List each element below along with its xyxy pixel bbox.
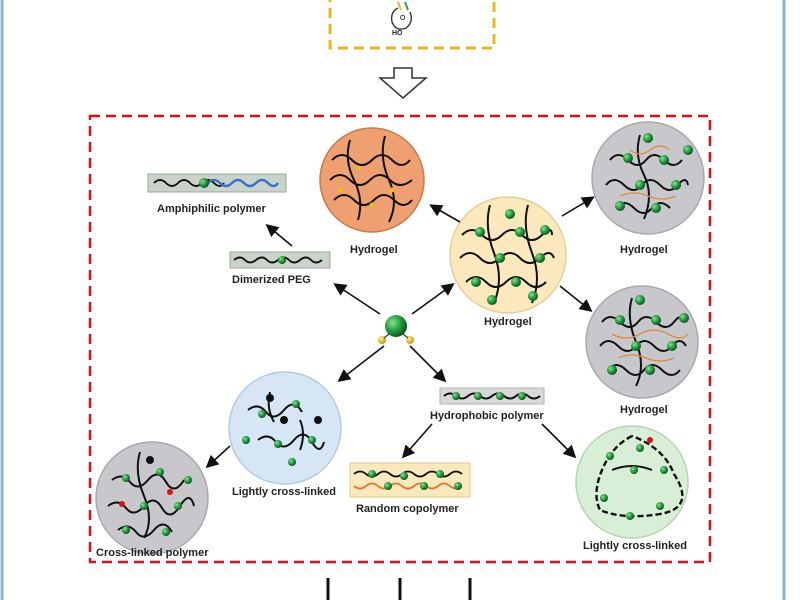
crosslinked-polymer-circle [95, 441, 209, 555]
label-hydrogel-right-bottom: Hydrogel [620, 404, 668, 416]
hydrogel-center-circle [449, 196, 567, 314]
label-hydrogel-right-top: Hydrogel [620, 244, 668, 256]
label-lightly-crosslinked-right: Lightly cross-linked [583, 540, 687, 552]
central-monomer [378, 315, 414, 344]
svg-text:O: O [400, 15, 406, 22]
random-copolymer-strip [349, 462, 471, 498]
output-lines [326, 578, 472, 600]
label-dimerized-peg: Dimerized PEG [232, 274, 311, 286]
dimerized-peg-strip [229, 251, 331, 269]
reaction-arrows [205, 196, 595, 469]
label-hydrogel-center: Hydrogel [484, 316, 532, 328]
hydrogel-right-top-circle [591, 121, 705, 235]
hydrogel-right-bottom-circle [585, 285, 699, 399]
label-hydrogel-orange: Hydrogel [350, 244, 398, 256]
label-crosslinked-polymer: Cross-linked polymer [96, 547, 209, 559]
product-region [88, 114, 712, 564]
label-random-copolymer: Random copolymer [356, 503, 459, 515]
hydrophobic-polymer-strip [439, 387, 545, 405]
amphiphilic-polymer-strip [147, 173, 287, 193]
label-amphiphilic-polymer: Amphiphilic polymer [157, 203, 266, 215]
hydrogel-orange-circle [319, 127, 425, 233]
precursor-molecule-box: O [328, 0, 496, 50]
molecule-label: HO [392, 30, 403, 37]
lightly-crosslinked-right-circle [575, 425, 689, 539]
lightly-crosslinked-left-circle [228, 371, 342, 485]
process-arrow [377, 67, 429, 99]
label-hydrophobic-polymer: Hydrophobic polymer [430, 410, 544, 422]
label-lightly-crosslinked-left: Lightly cross-linked [232, 486, 336, 498]
